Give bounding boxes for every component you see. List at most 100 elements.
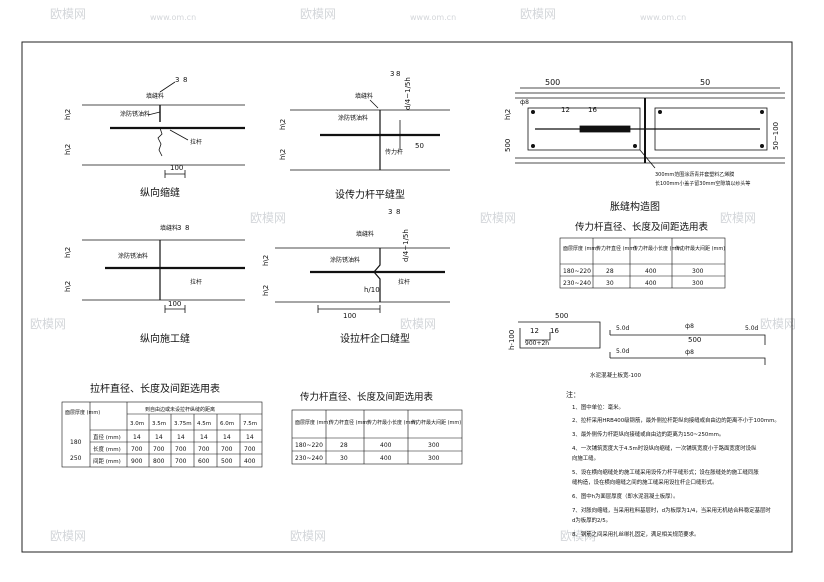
title-tie-table: 拉杆直径、长度及间距选用表 bbox=[90, 382, 220, 395]
tie-thickness: 250 bbox=[70, 455, 82, 462]
label-h2: h\2 bbox=[64, 109, 72, 120]
label-dim3: 3 bbox=[390, 70, 394, 78]
label-d4: d/4~1/5h bbox=[404, 77, 412, 110]
dowel-cell: 30 bbox=[340, 455, 348, 462]
sheet-border bbox=[21, 41, 793, 553]
tie-cell: 700 bbox=[131, 446, 143, 453]
label-h2: h\2 bbox=[279, 149, 287, 160]
watermark-site: www.om.cn bbox=[640, 13, 686, 22]
detail-rebar-cage bbox=[518, 321, 766, 365]
watermark-brand: 欧模网 bbox=[300, 7, 336, 21]
watermark-layer: 欧模网 www.om.cn 欧模网 www.om.cn 欧模网 www.om.c… bbox=[30, 7, 796, 543]
tie-cell: 14 bbox=[155, 434, 163, 441]
note-item: 3、最外侧传力杆距纵向接缝或自由边的距离为150~250mm。 bbox=[572, 430, 724, 438]
rebar-d16: 16 bbox=[550, 327, 559, 335]
dowel-header: 传力杆直径 (mm) bbox=[596, 245, 636, 252]
label-dim3: 3 bbox=[175, 76, 179, 84]
tie-distance: 3.5m bbox=[152, 421, 166, 427]
rebar-caption: 水泥混凝土板宽-100 bbox=[590, 371, 641, 379]
tie-cell: 14 bbox=[200, 434, 208, 441]
title-longitudinal-construction: 纵向施工缝 bbox=[140, 332, 190, 345]
exp-d8: ф8 bbox=[520, 99, 529, 106]
label-dowel-bar: 传力杆 bbox=[385, 148, 403, 156]
dowel-header: 传力杆最小长度 (mm) bbox=[633, 245, 683, 252]
dowel-header: 传力杆最大间距 (mm) bbox=[675, 245, 725, 252]
rebar-dim500: 500 bbox=[555, 312, 568, 320]
title-dowel-table-middle: 传力杆直径、长度及间距选用表 bbox=[300, 391, 434, 403]
title-longitudinal-shrink: 纵向缩缝 bbox=[140, 186, 180, 199]
dowel-cell: 400 bbox=[380, 455, 392, 462]
exp-d16: 16 bbox=[588, 106, 597, 114]
tie-cell: 400 bbox=[244, 458, 256, 465]
watermark-brand: 欧模网 bbox=[480, 211, 516, 225]
dowel-cell: 28 bbox=[340, 442, 348, 449]
notes-heading: 注： bbox=[566, 390, 580, 399]
exp-right-dim: 50~100 bbox=[772, 122, 780, 150]
tie-distance: 7.5m bbox=[243, 421, 257, 427]
tie-cell: 700 bbox=[244, 446, 256, 453]
dowel-cell: 300 bbox=[692, 280, 704, 287]
tie-distance: 3.75m bbox=[174, 421, 192, 427]
watermark-brand: 欧模网 bbox=[290, 529, 326, 543]
watermark-brand: 欧模网 bbox=[720, 211, 756, 225]
dowel-cell: 300 bbox=[692, 268, 704, 275]
tie-cell: 14 bbox=[223, 434, 231, 441]
tie-cell: 14 bbox=[133, 434, 141, 441]
rebar-len: 900+2h bbox=[525, 340, 549, 347]
dowel-header: 传力杆直径 (mm) bbox=[329, 419, 369, 426]
tie-cell: 800 bbox=[153, 458, 165, 465]
tie-group-header: 到自由边或未设拉杆纵缝的距离 bbox=[145, 406, 215, 413]
exp-top: h\2 bbox=[504, 109, 512, 120]
label-dim8: 8 bbox=[396, 208, 400, 216]
label-dim100: 100 bbox=[168, 300, 181, 308]
tie-cell: 500 bbox=[221, 458, 233, 465]
note-item: 4、一次铺筑宽度大于4.5m时设纵向缩缝，一次铺筑宽度小于路面宽度时设纵 bbox=[572, 444, 757, 452]
label-dim8: 8 bbox=[183, 76, 187, 84]
label-joint-seal: 填缝料 bbox=[356, 230, 374, 238]
exp-d12: 12 bbox=[561, 106, 570, 114]
dowel-cell: 230~240 bbox=[563, 280, 591, 287]
label-h2: h\2 bbox=[262, 255, 270, 266]
dowel-cell: 180~220 bbox=[563, 268, 591, 275]
exp-dim500: 500 bbox=[545, 78, 560, 87]
label-h2: h\2 bbox=[64, 247, 72, 258]
detail-dowel-flat-joint bbox=[290, 99, 450, 171]
watermark-site: www.om.cn bbox=[150, 13, 196, 22]
tie-row-label: 直径 (mm) bbox=[93, 433, 121, 441]
tie-col1: 面层厚度 (mm) bbox=[65, 409, 100, 416]
dowel-cell: 400 bbox=[645, 268, 657, 275]
label-asphalt: 涂防锈油料 bbox=[118, 252, 148, 260]
tie-cell: 700 bbox=[175, 446, 187, 453]
rebar-left-h: h-100 bbox=[508, 330, 516, 350]
watermark-site: www.om.cn bbox=[410, 13, 456, 22]
note-item: 缝构造，设在横向缩缝之间的施工缝采用设拉杆企口缝形式。 bbox=[572, 478, 718, 486]
watermark-brand: 欧模网 bbox=[50, 7, 86, 21]
note-item: 6、图中h为面层厚度（即水泥混凝土板厚）。 bbox=[572, 492, 679, 500]
dowel-cell: 30 bbox=[606, 280, 614, 287]
tie-cell: 14 bbox=[246, 434, 254, 441]
detail-longitudinal-construction-joint bbox=[82, 239, 245, 313]
label-dim8: 8 bbox=[185, 224, 189, 232]
detail-tie-tongue-joint bbox=[275, 247, 450, 313]
title-tie-tongue: 设拉杆企口缝型 bbox=[340, 332, 410, 345]
dowel-cell: 180~220 bbox=[295, 442, 323, 449]
dowel-table-right bbox=[559, 237, 726, 289]
rebar-d5: 5.0d bbox=[616, 325, 630, 332]
rebar-d5: 5.0d bbox=[616, 348, 630, 355]
note-item: d为板厚的2/5。 bbox=[572, 516, 611, 524]
note-item: 2、拉杆采用HRB400级钢筋，最外侧拉杆距纵向接缝或自由边的距离不小于100m… bbox=[572, 416, 780, 424]
label-tie-bar: 拉杆 bbox=[398, 278, 410, 286]
label-joint-seal: 填缝料 bbox=[160, 224, 178, 232]
label-dim8: 8 bbox=[396, 70, 400, 78]
tie-cell: 14 bbox=[177, 434, 185, 441]
dowel-header: 面层厚度 (mm) bbox=[295, 419, 330, 426]
rebar-dim500: 500 bbox=[688, 336, 701, 344]
dowel-header: 传力杆最大间距 (mm) bbox=[411, 419, 461, 426]
tie-row-label: 间距 (mm) bbox=[93, 457, 121, 465]
dowel-cell: 300 bbox=[428, 442, 440, 449]
dowel-table-middle bbox=[291, 409, 463, 465]
watermark-brand: 欧模网 bbox=[760, 317, 796, 331]
label-asphalt: 涂防锈油料 bbox=[330, 256, 360, 264]
dowel-cell: 400 bbox=[645, 280, 657, 287]
notes-block: 注： 1、图中单位：毫米。 2、拉杆采用HRB400级钢筋，最外侧拉杆距纵向接缝… bbox=[566, 390, 780, 538]
